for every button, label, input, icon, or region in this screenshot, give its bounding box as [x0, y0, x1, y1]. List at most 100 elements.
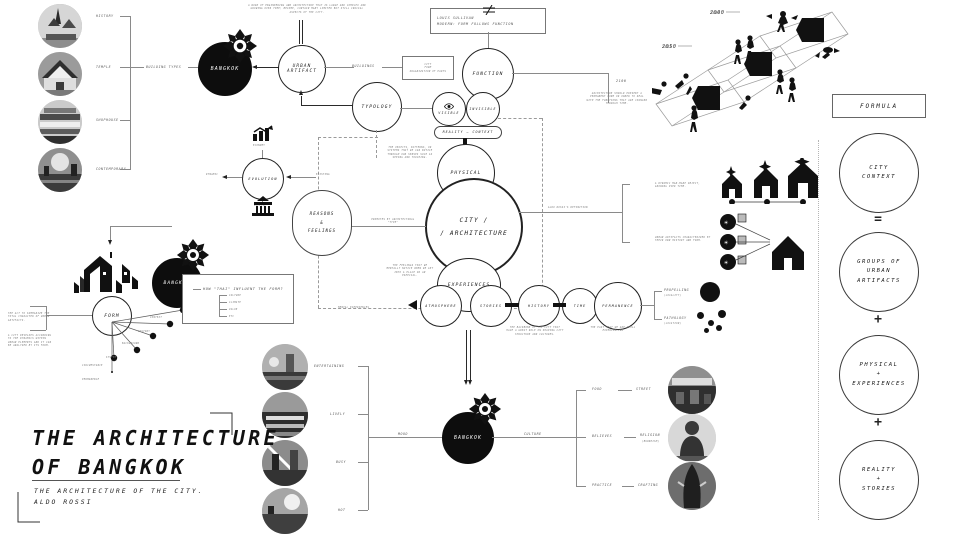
label-pathology-sub: (LOCATION): [664, 322, 682, 325]
formula-groups-line1: GROUPS OF: [857, 259, 901, 266]
formula-operator-equals: =: [874, 212, 882, 227]
page-subtitle: THE ARCHITECTURE OF THE CITY. ALDO ROSSI: [34, 486, 204, 508]
photo-buddha: [668, 414, 716, 462]
node-bangkok-bottom-label: BANGKOK: [454, 435, 482, 441]
node-visible-label: VISIBLE: [438, 111, 460, 115]
label-dynamic: DYNAMIC: [206, 173, 219, 176]
line-form-left-v: [46, 306, 47, 330]
left-label-history: HISTORY: [96, 14, 114, 18]
label-pathology: PATHOLOGY: [664, 316, 687, 320]
node-atmosphere[interactable]: ATMOSPHERE: [420, 285, 462, 327]
node-reasons-feelings[interactable]: REASONS & FEELINGS: [292, 190, 352, 256]
sullivan-line1: LOUIS SULLIVAN: [437, 16, 474, 20]
timeline-label-2100: 2100: [616, 79, 627, 83]
label-propelling: PROPELLING: [664, 288, 690, 292]
label-mood: MOOD: [398, 432, 409, 436]
node-time[interactable]: TIME: [562, 288, 598, 324]
label-buildings: BUILDINGS: [352, 64, 375, 68]
lotus-icon-bottom: [468, 392, 502, 430]
culture-key-practice: PRACTICE: [592, 483, 613, 487]
timeline-label-2050: 2050: [662, 45, 673, 49]
node-physical-label: PHYSICAL: [450, 170, 482, 176]
form-branch-lines: [90, 300, 210, 384]
line-to-visible: [400, 108, 432, 109]
mood-label-busy: BUSY: [336, 460, 347, 464]
line-permanence-right: [640, 305, 654, 306]
photo-entertaining: [262, 344, 308, 390]
title-bracket-top: [210, 412, 234, 440]
dot-cluster-1: [697, 312, 704, 319]
formula-header: FORMULA: [832, 94, 926, 118]
housing-cluster-icon: [72, 250, 142, 302]
annotation-form-summary: THE ACT TO SUMMARIZE THE TOTAL CHARACTER…: [8, 312, 50, 322]
arrow-chain-left: [408, 300, 417, 310]
form-branch-history: HISTORY: [138, 330, 151, 333]
node-visible[interactable]: VISIBLE: [432, 92, 466, 126]
arrow-down-bangkok-a: [464, 380, 468, 385]
mood-label-lively: LIVELY: [330, 412, 346, 416]
urban-artifact-line1: URBAN: [292, 64, 312, 69]
formula-phys-line3: EXPERIENCES: [852, 380, 906, 387]
node-invisible-label: INVISIBLE: [469, 107, 497, 111]
timeline-label-2000: 2000: [710, 11, 721, 15]
timeline-year-2000: 2000: [710, 10, 724, 16]
line-evolution-dynamic: [227, 177, 242, 178]
annotation-physical-def: THE OBJECTS, PATTERNS, OR SYSTEMS THAT W…: [387, 146, 433, 159]
left-column-spine: [130, 16, 131, 170]
form-branch-context: CONTEXT: [150, 316, 163, 319]
label-propelling-sub: (LOCALITY): [664, 294, 682, 297]
node-function[interactable]: FUNCTION: [462, 48, 514, 100]
formula-circle-physical-experiences: PHYSICAL + EXPERIENCES: [839, 335, 919, 415]
label-politic: POLITIC: [254, 204, 267, 207]
node-time-label: TIME: [573, 304, 587, 308]
building-types-label: BUILDING TYPES: [146, 65, 182, 69]
tick-temple: [120, 67, 130, 68]
box-thai-form: HOW "THAI" INFLUENT THE FORM? CULTURE CL…: [182, 274, 294, 324]
formula-city-line2: CONTEXT: [861, 174, 897, 180]
formula-groups-line3: ARTIFACTS: [857, 277, 901, 284]
line-buildings: [324, 67, 354, 68]
annotation-artifacts-characterized: URBAN ARTIFACTS CHARACTERIZED BY THEIR O…: [655, 236, 711, 243]
bracket-propelling: [654, 291, 662, 292]
arrow-typology-up: [299, 90, 303, 95]
artifact-bracket-top: [622, 184, 630, 185]
node-invisible[interactable]: INVISIBLE: [466, 92, 500, 126]
node-typology[interactable]: TYPOLOGY: [352, 82, 402, 132]
node-permanence[interactable]: PERMANENCE: [594, 282, 642, 330]
formula-city-line1: CITY: [869, 164, 889, 171]
title-divider: [32, 480, 180, 481]
node-evolution[interactable]: EVOLUTION: [242, 158, 284, 200]
line-down-to-bangkok-b: [470, 330, 471, 382]
lotus-icon-top: [222, 28, 258, 68]
bracket-pathology: [654, 319, 662, 320]
formula-operator-plus-2: +: [874, 415, 882, 430]
connector-bar-stories-history: [505, 303, 519, 307]
mood-tick-3: [358, 462, 368, 463]
growing-houses-diagram: [712, 154, 822, 208]
timeline-year-2050: 2050: [662, 44, 676, 50]
annotation-form-develop: A CITY DEVELOPS ACCORDING TO THE DYNAMIC…: [8, 334, 52, 347]
bracket-permanence: [654, 291, 655, 319]
node-city-architecture[interactable]: CITY / / ARCHITECTURE: [425, 178, 523, 276]
line-function-right-down: [608, 73, 609, 103]
annotation-dynamic-object: A DYNAMIC MAN-MADE OBJECT, GROWING OVER …: [655, 182, 701, 189]
page-title-line2: OF BANGKOK: [32, 455, 187, 479]
thai-form-item-climate: CLIMATE: [229, 301, 242, 304]
formula-real-line3: STORIES: [861, 485, 897, 492]
thai-tick-2: [219, 302, 227, 303]
building-types-connector: [130, 67, 144, 68]
label-economy: ECONOMY: [253, 144, 266, 147]
node-evolution-label: EVOLUTION: [248, 177, 278, 181]
node-permanence-label: PERMANENCE: [602, 304, 634, 308]
formula-groups-line2: URBAN: [866, 268, 892, 275]
photo-contemporary: [38, 148, 82, 192]
annotation-experiences-def: THE FEELINGS THAT WE MENTALLY NOTICE WHE…: [386, 264, 434, 277]
economy-icon: [252, 124, 274, 146]
formula-phys-line1: PHYSICAL: [859, 362, 899, 369]
dot-cluster-5: [716, 325, 722, 331]
annotation-history-backbone: THE BACKBONE OF THE CITY THAT HAVE A GRE…: [506, 326, 564, 336]
line-economy-evolution: [262, 150, 263, 158]
node-urban-artifact[interactable]: URBAN ARTIFACT: [278, 45, 326, 93]
form-branch-circumstance: CIRCUMSTANCE: [82, 364, 103, 367]
eye-icon: [444, 103, 454, 110]
